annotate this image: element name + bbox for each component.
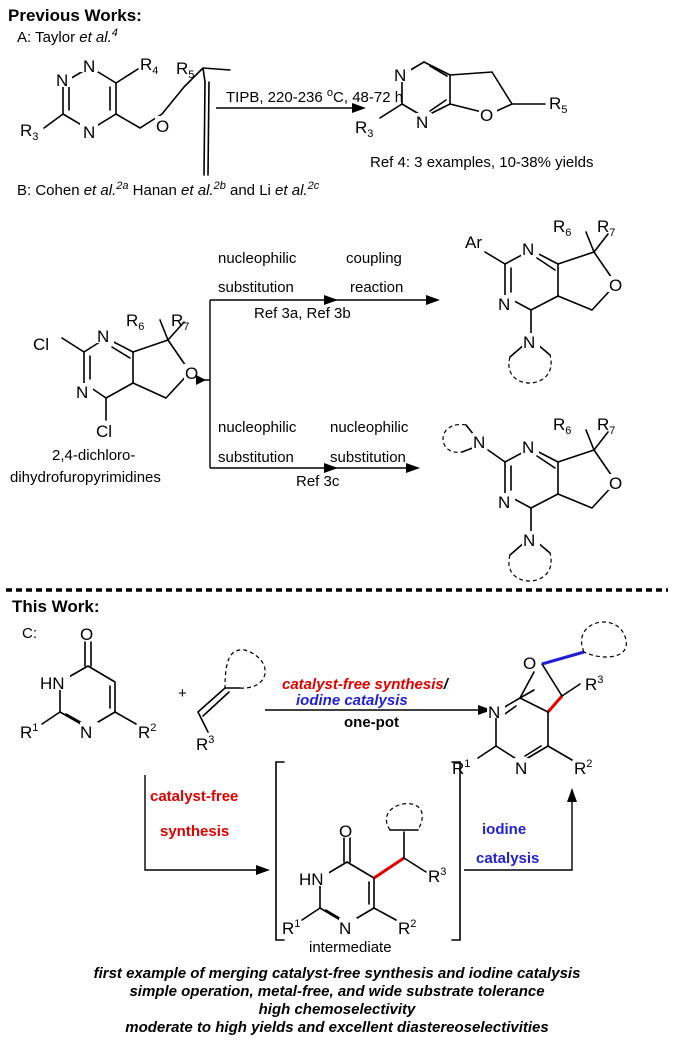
atom-N: N xyxy=(83,57,95,76)
atom-N: N xyxy=(83,123,95,142)
atom-R3: R3 xyxy=(196,734,214,754)
atom-HN: HN xyxy=(40,674,65,693)
atom-R2: R2 xyxy=(138,722,156,742)
atom-O: O xyxy=(609,276,622,295)
atom-N: N xyxy=(56,71,68,90)
route2-step1-line1: nucleophilic xyxy=(218,419,297,436)
pyrimidinone-molecule: O HN N R1 R2 xyxy=(20,625,156,742)
atom-R6: R6 xyxy=(553,415,571,437)
atom-R5: R5 xyxy=(549,94,567,116)
atom-N: N xyxy=(523,333,535,352)
sm-name-line1: 2,4-dichloro- xyxy=(52,447,135,464)
atom-R5: R5 xyxy=(176,59,194,81)
triazine-molecule: N N N O R4 R3 R5 xyxy=(20,55,231,176)
atom-N: N xyxy=(416,113,428,132)
atom-R2: R2 xyxy=(398,918,416,938)
catalyst-free-label: catalyst-free synthesis/ xyxy=(282,676,450,693)
atom-N: N xyxy=(76,383,88,402)
atom-N: N xyxy=(488,703,500,722)
one-pot-label: one-pot xyxy=(344,714,399,731)
plus-sign: + xyxy=(178,685,187,702)
route2-step2-line1: nucleophilic xyxy=(330,419,409,436)
product-b1-molecule: N N O N Ar R6 R7 xyxy=(465,217,624,384)
product-b2-molecule: N N O N N R6 R7 xyxy=(442,415,624,582)
summary-line-3: high chemoselectivity xyxy=(259,1001,416,1018)
atom-HN: HN xyxy=(299,870,324,889)
atom-R7: R7 xyxy=(597,217,615,239)
alkene-molecule: R3 xyxy=(196,649,266,754)
atom-R7: R7 xyxy=(171,311,189,333)
summary-line-4: moderate to high yields and excellent di… xyxy=(125,1019,549,1036)
atom-O: O xyxy=(185,364,198,383)
route2-ref: Ref 3c xyxy=(296,473,340,490)
atom-R3: R3 xyxy=(428,866,446,886)
atom-R3: R3 xyxy=(585,674,603,694)
atom-Cl: Cl xyxy=(33,335,49,354)
atom-R3: R3 xyxy=(355,118,373,140)
product-a-molecule: N N O R5 R3 xyxy=(355,61,567,140)
summary-line-2: simple operation, metal-free, and wide s… xyxy=(129,983,544,1000)
conditions-a: TIPB, 220-236 oC, 48-72 h xyxy=(226,87,403,106)
atom-O: O xyxy=(609,474,622,493)
atom-N: N xyxy=(515,759,527,778)
route1-step2-line1: coupling xyxy=(346,250,402,267)
section-a-label: A: Taylor et al.4 xyxy=(17,27,118,46)
route1-step1-line1: nucleophilic xyxy=(218,250,297,267)
section-c-label: C: xyxy=(22,625,37,642)
previous-works-header: Previous Works: xyxy=(8,6,142,25)
result-a: Ref 4: 3 examples, 10-38% yields xyxy=(370,154,593,171)
atom-N: N xyxy=(498,493,510,512)
section-b-label: B: Cohen et al.2a Hanan et al.2b and Li … xyxy=(17,180,320,199)
atom-O: O xyxy=(480,106,493,125)
sm-name-line2: dihydrofuropyrimidines xyxy=(10,469,161,486)
summary-line-1: first example of merging catalyst-free s… xyxy=(94,965,581,982)
dichloro-starting-material: N N O Cl Cl R6 R7 xyxy=(33,311,200,441)
intermediate-label: intermediate xyxy=(309,939,392,956)
section-a: Previous Works: A: Taylor et al.4 N N N … xyxy=(8,6,593,176)
this-work-header: This Work: xyxy=(12,597,100,616)
intermediate-molecule: O HN N R3 R1 R2 xyxy=(282,803,446,938)
atom-R1: R1 xyxy=(282,918,300,938)
atom-R3: R3 xyxy=(20,121,38,143)
step1-line1: catalyst-free xyxy=(150,788,238,805)
route1-ref: Ref 3a, Ref 3b xyxy=(254,305,351,322)
step2-line2: catalysis xyxy=(476,850,539,867)
atom-R1: R1 xyxy=(452,758,470,778)
atom-N: N xyxy=(339,919,351,938)
atom-R6: R6 xyxy=(126,311,144,333)
atom-N: N xyxy=(498,295,510,314)
atom-R4: R4 xyxy=(140,55,158,77)
atom-N: N xyxy=(473,433,485,452)
atom-O: O xyxy=(156,117,169,136)
atom-R1: R1 xyxy=(20,722,38,742)
route1-step1-line2: substitution xyxy=(218,279,294,296)
atom-N: N xyxy=(394,66,406,85)
atom-R7: R7 xyxy=(597,415,615,437)
atom-Ar: Ar xyxy=(465,233,482,252)
section-b: B: Cohen et al.2a Hanan et al.2b and Li … xyxy=(10,180,624,582)
route2-step1-line2: substitution xyxy=(218,449,294,466)
atom-N: N xyxy=(80,723,92,742)
iodine-catalysis-label: iodine catalysis xyxy=(296,692,408,709)
atom-N: N xyxy=(522,240,534,259)
atom-N: N xyxy=(523,531,535,550)
step1-line2: synthesis xyxy=(160,823,229,840)
step2-line1: iodine xyxy=(482,821,526,838)
atom-O: O xyxy=(80,625,93,644)
atom-R6: R6 xyxy=(553,217,571,239)
route2-step2-line2: substitution xyxy=(330,449,406,466)
atom-Cl: Cl xyxy=(96,422,112,441)
atom-N: N xyxy=(97,327,109,346)
summary-block: first example of merging catalyst-free s… xyxy=(94,965,581,1036)
atom-O: O xyxy=(339,822,352,841)
route1-step2-line2: reaction xyxy=(350,279,403,296)
atom-N: N xyxy=(522,438,534,457)
atom-O: O xyxy=(523,654,536,673)
section-c: This Work: C: O HN N R1 R2 + R3 catalyst… xyxy=(12,597,627,956)
atom-R2: R2 xyxy=(574,758,592,778)
final-product-molecule: O N N R3 R1 R2 xyxy=(452,621,627,778)
